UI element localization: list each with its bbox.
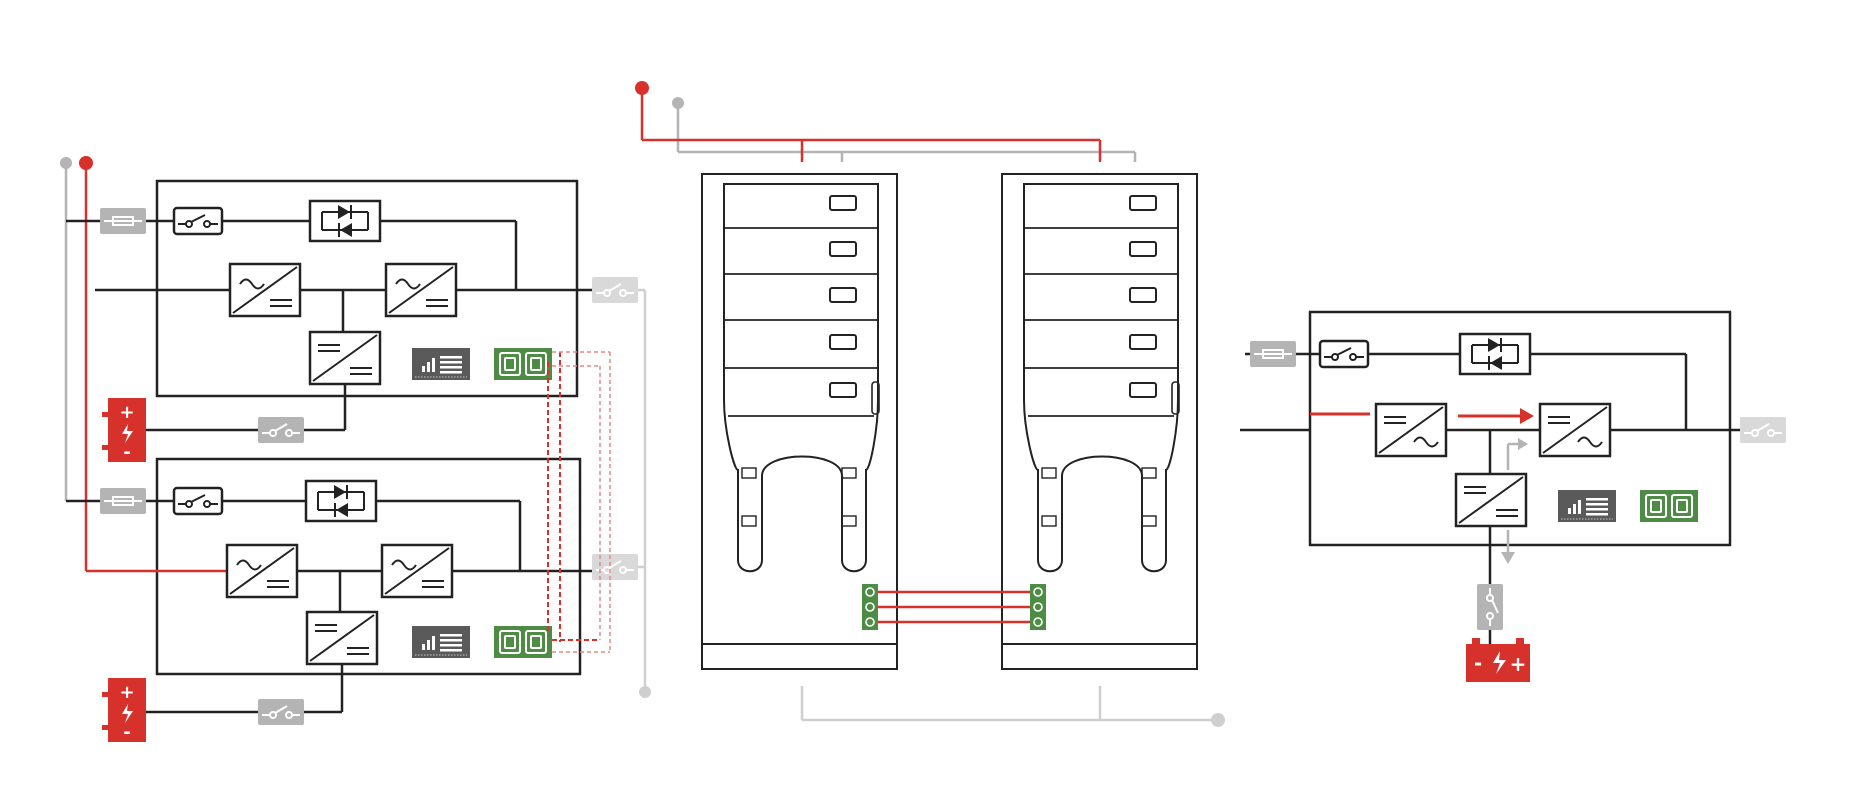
center-cabinets (635, 81, 1225, 727)
switch-icon[interactable] (1739, 416, 1787, 444)
battery-icon: - + (1466, 638, 1530, 682)
dc-dc-converter-icon (305, 610, 379, 666)
rectifier-icon (225, 543, 299, 599)
display-panel-icon (1557, 489, 1617, 523)
battery-icon: + - (102, 678, 146, 743)
parallel-link (547, 351, 611, 653)
fuse-icon (1249, 340, 1297, 368)
thyristor-bypass-icon (308, 199, 382, 243)
fuse-icon (99, 487, 147, 515)
switch-icon[interactable] (1477, 584, 1503, 630)
dc-dc-converter-icon (308, 330, 382, 386)
switch-icon[interactable] (257, 416, 305, 444)
ups-module-1: + - (66, 179, 639, 463)
thyristor-bypass-icon (304, 479, 378, 523)
svg-text:-: - (123, 722, 130, 743)
switch-icon[interactable] (257, 698, 305, 726)
fuse-icon (99, 207, 147, 235)
switch-icon[interactable] (172, 206, 224, 236)
dc-dc-converter-icon (1454, 472, 1528, 528)
svg-text:+: + (119, 402, 134, 423)
ups-module-2: + - (66, 457, 639, 743)
display-panel-icon (411, 625, 471, 659)
control-board-icon (1639, 489, 1699, 523)
control-board-icon (493, 625, 553, 659)
switch-icon[interactable] (591, 553, 639, 581)
svg-text:+: + (1510, 652, 1527, 676)
cabinet-icon (1001, 173, 1198, 670)
inverter-icon (1538, 402, 1612, 458)
display-panel-icon (411, 347, 471, 381)
cabinet-link (862, 584, 1046, 630)
control-board-icon (493, 347, 553, 381)
switch-icon[interactable] (1318, 339, 1370, 369)
right-ups-module: - + (1240, 310, 1787, 682)
switch-icon[interactable] (172, 486, 224, 516)
battery-icon: + - (102, 398, 146, 463)
left-parallel-ups: + - (60, 156, 651, 743)
thyristor-bypass-icon (1458, 332, 1532, 376)
rectifier-icon (228, 262, 302, 318)
svg-text:-: - (1474, 651, 1482, 675)
inverter-icon (384, 262, 458, 318)
svg-text:-: - (123, 442, 130, 463)
inverter-icon (380, 543, 454, 599)
switch-icon[interactable] (591, 276, 639, 304)
svg-text:+: + (119, 682, 134, 703)
rectifier-icon (1374, 402, 1448, 458)
